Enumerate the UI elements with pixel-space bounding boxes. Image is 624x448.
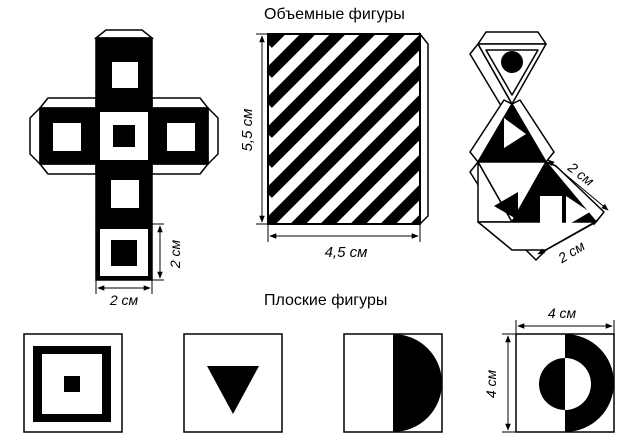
flat-shapes-heading: Плоские фигуры xyxy=(264,292,388,309)
cube-right-white-square xyxy=(167,123,195,151)
cube-dimension-lines xyxy=(95,223,164,294)
prism-side-tab xyxy=(419,31,429,226)
tetra-black-triangle-lower xyxy=(494,192,518,220)
tetrahedron-net xyxy=(469,31,605,261)
cube-face-patterns xyxy=(53,62,195,276)
prism-height-dimension-label: 5,5 см xyxy=(239,109,256,152)
cube-tab-top xyxy=(93,29,155,39)
tetra-black-dot xyxy=(501,51,523,73)
cube-tab-right-bottom xyxy=(151,163,210,175)
cube-bottom-black-square xyxy=(111,240,137,266)
cube-lower-white-square xyxy=(111,180,139,208)
cube-face-left xyxy=(39,107,97,165)
flat-figure-triangle xyxy=(183,333,283,433)
cube-tab-side-left xyxy=(29,106,41,166)
tetrahedron-patterns xyxy=(494,51,590,226)
flat-figure-yin-circle xyxy=(515,333,615,433)
cube-center-black-square xyxy=(113,125,135,147)
tetra-upper-tab-top xyxy=(477,31,547,45)
cube-bottom-dimension-label: 2 см xyxy=(109,292,139,308)
cube-tab-left-bottom xyxy=(38,163,97,175)
flat-figure-half-circle xyxy=(343,333,443,433)
tetra-white-triangle-middle xyxy=(504,118,526,148)
cube-tab-left-top xyxy=(38,97,97,109)
cube-tab-side-right xyxy=(207,106,219,166)
prism-net xyxy=(267,31,429,226)
flat-figure-concentric-squares xyxy=(23,333,123,433)
prism-dimension-lines xyxy=(256,33,421,242)
cube-side-dimension-label: 2 см xyxy=(167,239,183,269)
flat-width-dimension-label: 4 см xyxy=(548,305,577,321)
cube-left-white-square xyxy=(53,123,81,151)
cube-top-white-square xyxy=(112,62,138,88)
volumetric-shapes-heading: Объемные фигуры xyxy=(264,6,405,23)
diagonal-stripes xyxy=(268,34,420,224)
flat-dimension-lines xyxy=(502,320,615,433)
flat-height-dimension-label: 4 см xyxy=(483,369,499,398)
prism-width-dimension-label: 4,5 см xyxy=(325,244,368,261)
tetra-dimension-lines xyxy=(537,159,609,255)
cube-tab-right-top xyxy=(151,97,210,109)
tetra-white-rect xyxy=(540,196,562,226)
